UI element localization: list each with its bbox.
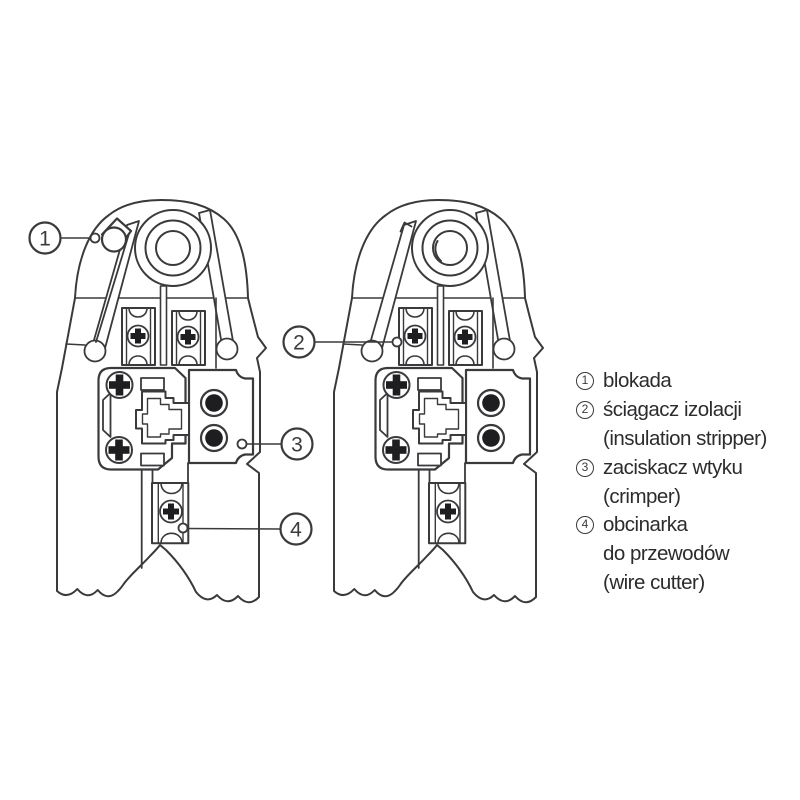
legend-label: (crimper) [603, 484, 681, 508]
legend-item-obcinarka: 4 obcinarka [576, 511, 791, 540]
legend-label: ściągacz izolacji [603, 398, 742, 422]
legend-number-badge: 4 [576, 516, 594, 535]
legend-number-badge: 2 [576, 401, 594, 420]
callout-3: 3 [236, 427, 314, 461]
callout-circle [282, 325, 316, 359]
legend-label: (wire cutter) [603, 570, 705, 594]
target-dot [391, 336, 403, 348]
boss-highlight-arc [434, 240, 442, 262]
legend: 1 blokada 2 ściągacz izolacji (insulatio… [576, 367, 791, 597]
legend-item-sciagacz: 2 ściągacz izolacji [576, 396, 791, 425]
callout-1: 1 [28, 221, 101, 255]
legend-item-zaciskacz: 3 zaciskacz wtyku [576, 453, 791, 482]
right-view-details [399, 221, 442, 262]
legend-label: do przewodów [603, 542, 730, 566]
lock-eye [100, 226, 128, 253]
legend-item-blokada: 1 blokada [576, 367, 791, 396]
target-dot [89, 232, 101, 244]
lock-mechanism [95, 217, 133, 343]
callout-2: 2 [282, 325, 403, 359]
leader-line [186, 527, 282, 530]
target-dot [236, 438, 248, 450]
legend-item-wire-cutter: (wire cutter) [576, 569, 791, 598]
lock-rod [95, 231, 131, 343]
callout-number: 4 [290, 519, 302, 542]
latch-notch [399, 221, 413, 233]
target-dot [177, 522, 189, 534]
callout-circle [28, 221, 62, 255]
tool-head-right-view [332, 198, 545, 604]
legend-label: zaciskacz wtyku [603, 455, 743, 479]
legend-label: obcinarka [603, 513, 688, 537]
legend-label: blokada [603, 369, 672, 393]
legend-number-badge: 1 [576, 372, 594, 391]
callout-number: 1 [39, 228, 51, 251]
legend-item-crimper: (crimper) [576, 482, 791, 511]
callout-number: 2 [293, 332, 305, 355]
legend-item-insulation-stripper: (insulation stripper) [576, 425, 791, 454]
callout-circle [280, 427, 314, 461]
callout-number: 3 [291, 434, 303, 457]
legend-item-do-przewodow: do przewodów [576, 540, 791, 569]
callout-4: 4 [177, 512, 313, 546]
tool-head-left-view [55, 198, 268, 604]
legend-label: (insulation stripper) [603, 426, 767, 450]
legend-number-badge: 3 [576, 458, 594, 477]
callout-circle [279, 512, 313, 546]
